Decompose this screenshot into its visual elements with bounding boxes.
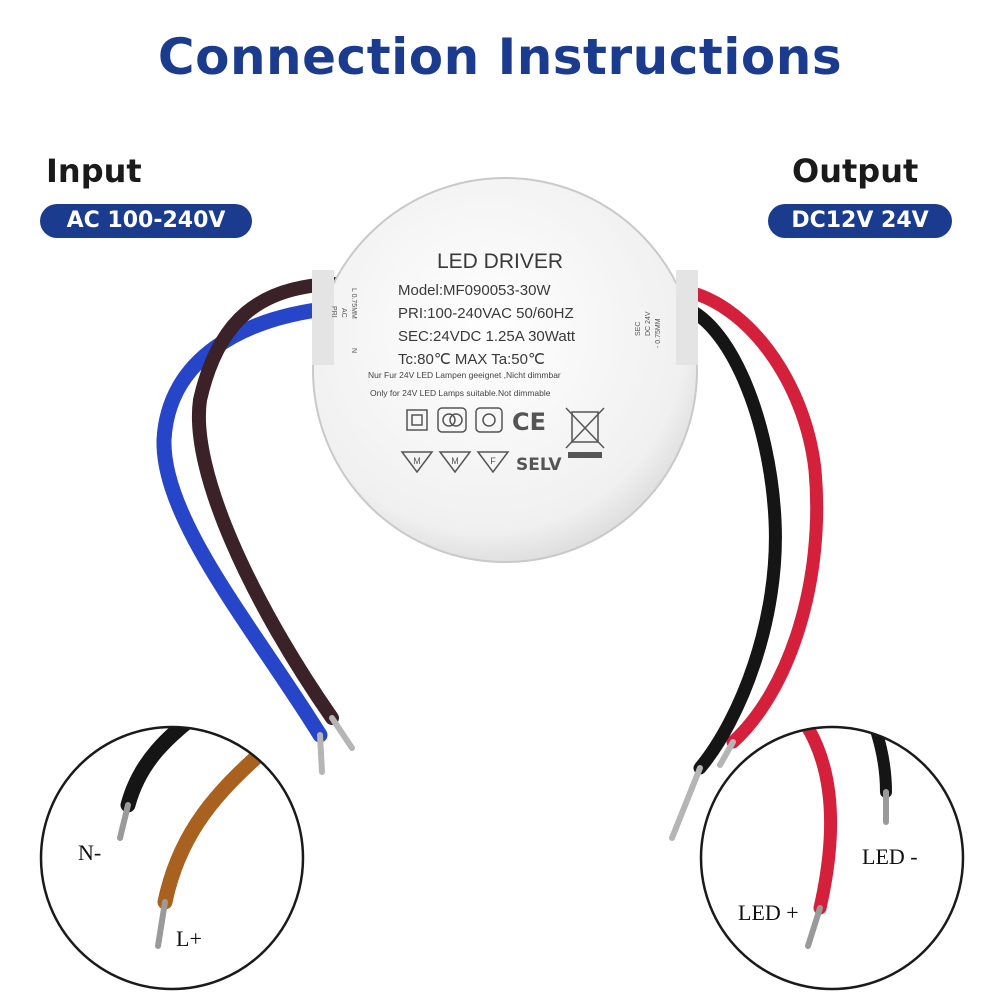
led-driver-body: LED DRIVER Model:MF090053-30W PRI:100-24…: [312, 177, 698, 563]
driver-secondary: SEC:24VDC 1.25A 30Watt: [398, 328, 576, 345]
led-positive-wire: [796, 727, 837, 915]
neutral-wire-tip: [117, 802, 131, 841]
page-title: Connection Instructions: [157, 28, 843, 86]
sec-terminal-marking: SEC DC 24V - 0.75MM: [635, 311, 662, 348]
led-negative-label: LED -: [862, 844, 918, 869]
input-wiring-inset: N- L+: [39, 725, 305, 991]
led-negative-wire: [864, 727, 892, 798]
output-spec-badge: DC12V 24V: [768, 204, 952, 238]
red-wire: [673, 283, 824, 749]
live-wire-tip: [155, 899, 168, 949]
svg-text:M: M: [451, 456, 459, 466]
furniture-mark-icon: M: [400, 451, 434, 474]
blue-wire-tip: [317, 732, 325, 775]
svg-text:N: N: [350, 348, 357, 353]
led-positive-label: LED +: [738, 900, 799, 925]
input-wires: [156, 277, 355, 775]
svg-text:SEC: SEC: [635, 322, 642, 336]
weee-bin-icon: [565, 407, 605, 458]
driver-heading: LED DRIVER: [437, 250, 563, 273]
driver-note-de: Nur Fur 24V LED Lampen geeignet ,Nicht d…: [368, 370, 561, 380]
short-circuit-proof-icon: [475, 407, 503, 433]
driver-note-en: Only for 24V LED Lamps suitable.Not dimm…: [370, 388, 551, 398]
output-wires: [669, 283, 824, 841]
output-label: Output: [792, 152, 919, 190]
pri-terminal-marking: L 0.75MM AC PRI N: [330, 288, 357, 353]
neutral-label: N-: [78, 840, 101, 865]
flammable-mark-icon: F: [476, 451, 510, 474]
svg-text:DC 24V: DC 24V: [645, 311, 652, 336]
driver-model: Model:MF090053-30W: [398, 282, 551, 299]
black-wire: [673, 299, 782, 775]
svg-text:PRI: PRI: [330, 306, 337, 318]
ce-mark-icon: CE: [512, 408, 546, 436]
brown-wire-tip: [329, 715, 355, 751]
driver-temperature: Tc:80℃ MAX Ta:50℃: [398, 351, 545, 368]
black-wire-tip: [669, 765, 703, 841]
output-wiring-inset: LED - LED +: [699, 725, 965, 991]
live-wire: [157, 744, 270, 910]
svg-text:L 0.75MM: L 0.75MM: [350, 288, 357, 319]
svg-text:- 0.75MM: - 0.75MM: [655, 318, 662, 348]
svg-text:M: M: [413, 456, 421, 466]
double-insulation-icon: [406, 409, 428, 431]
safety-transformer-icon: [437, 407, 467, 433]
driver-primary: PRI:100-240VAC 50/60HZ: [398, 305, 574, 322]
svg-text:AC: AC: [340, 308, 347, 318]
input-label: Input: [46, 152, 142, 190]
selv-mark: SELV: [516, 455, 562, 475]
red-wire-tip: [717, 739, 736, 768]
furniture-mark-icon-2: M: [438, 451, 472, 474]
svg-text:F: F: [490, 456, 496, 466]
input-spec-badge: AC 100-240V: [40, 204, 252, 238]
neutral-wire: [120, 727, 208, 813]
live-label: L+: [176, 926, 202, 951]
brown-wire: [191, 277, 342, 725]
led-positive-wire-tip: [805, 905, 823, 949]
blue-wire: [156, 300, 340, 743]
